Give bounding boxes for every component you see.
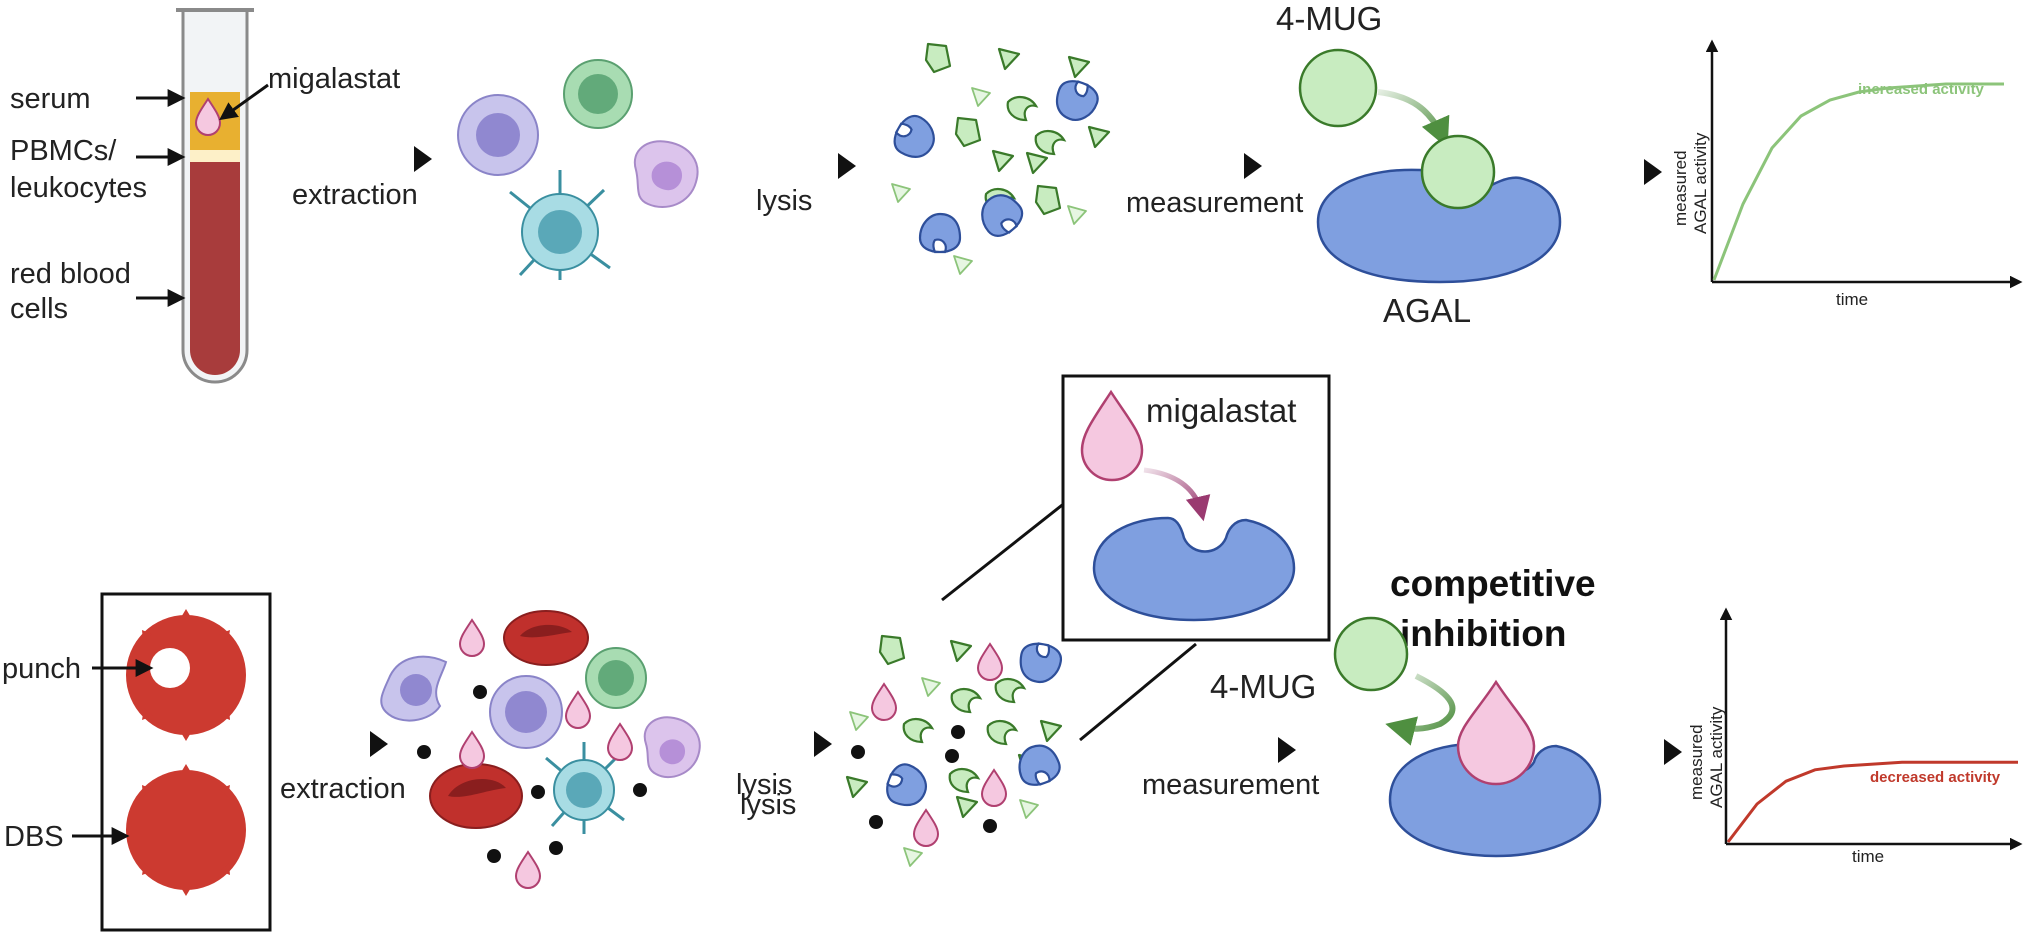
agal-label: AGAL <box>1383 292 1471 329</box>
extraction-arrowhead-bottom <box>370 731 388 757</box>
migalastat-pointer <box>219 83 269 121</box>
lysis-label-bottom-1: lysis <box>736 769 792 801</box>
blood-test-tube <box>176 8 254 384</box>
dendritic-cell <box>509 170 611 280</box>
migalastat-binding-arrow <box>1143 467 1211 522</box>
extracted-cells-bottom <box>380 610 701 889</box>
red-blood-cell-2 <box>429 763 523 829</box>
extraction-label-bottom: extraction <box>280 773 406 805</box>
mug-binding-arrow-top <box>1377 89 1450 149</box>
increased-activity-legend: increased activity <box>1858 81 1985 98</box>
mug-label-top: 4-MUG <box>1276 0 1382 37</box>
measurement-arrowhead-bottom <box>1278 737 1296 763</box>
result-arrowhead-top <box>1644 159 1662 185</box>
extraction-arrowhead-top <box>414 146 432 172</box>
inset-agal-enzyme <box>1092 516 1296 622</box>
pbmcs-label-line2: leukocytes <box>10 172 147 204</box>
inset-zoom-line-2 <box>1079 642 1197 742</box>
punch-label: punch <box>2 653 81 685</box>
chart-top-ylabel-line2: AGAL activity <box>1691 132 1710 234</box>
dbs-whole-spot <box>126 764 246 896</box>
activity-chart-decreased: decreased activity time measured AGAL ac… <box>1687 607 2023 866</box>
agal-enzyme-top <box>1316 168 1562 284</box>
bound-migalastat-drop-icon <box>1456 679 1536 786</box>
chart-bottom-ylabel-line1: measured <box>1687 724 1706 800</box>
chart-top-xlabel: time <box>1836 290 1868 309</box>
competitive-label-line2: inhibition <box>1400 613 1566 654</box>
mug-label-bottom: 4-MUG <box>1210 668 1316 705</box>
lysate-fragments-top <box>887 42 1111 275</box>
inset-zoom-line-1 <box>941 500 1067 602</box>
isolated-cells-top <box>457 59 699 280</box>
result-arrowhead-bottom <box>1664 739 1682 765</box>
pbmcs-label-line1: PBMCs/ <box>10 135 117 167</box>
lysis-label-top: lysis <box>756 185 812 217</box>
chart-bottom-ylabel-line2: AGAL activity <box>1707 706 1726 808</box>
lysis-arrowhead-top <box>838 153 856 179</box>
migalastat-tube-label: migalastat <box>268 63 400 95</box>
activity-chart-increased: increased activity time measured AGAL ac… <box>1671 39 2023 309</box>
mug-bound-substrate-top <box>1420 134 1496 210</box>
serum-label: serum <box>10 83 91 115</box>
lysis-label-bottom-2: lysis <box>740 789 796 821</box>
red-blood-cell <box>503 610 589 666</box>
migalastat-inset-label: migalastat <box>1146 392 1296 429</box>
dbs-label: DBS <box>4 821 64 853</box>
mug-substrate-bottom <box>1333 616 1409 692</box>
competitive-label-line1: competitive <box>1390 563 1596 604</box>
chart-bottom-xlabel: time <box>1852 847 1884 866</box>
lysis-arrowhead-bottom <box>814 731 832 757</box>
measurement-label-top: measurement <box>1126 187 1303 219</box>
red-blood-cell-layer <box>190 162 240 375</box>
dendritic-cell-bottom <box>545 742 625 834</box>
increased-activity-series-line <box>1712 82 2004 281</box>
decreased-activity-series-line <box>1726 760 2018 843</box>
buffy-coat-layer <box>190 150 240 162</box>
dbs-punched-spot <box>126 609 246 741</box>
measurement-label-bottom: measurement <box>1142 769 1319 801</box>
rbc-label-line1: red blood <box>10 258 131 290</box>
lysate-fragments-bottom <box>845 634 1065 867</box>
measurement-arrowhead-top <box>1244 153 1262 179</box>
mug-substrate-top <box>1298 48 1378 128</box>
extraction-label-top: extraction <box>292 179 418 211</box>
decreased-activity-legend: decreased activity <box>1870 769 2001 786</box>
inset-migalastat-drop-icon <box>1080 389 1144 482</box>
mug-blocked-arrow <box>1385 673 1456 746</box>
rbc-label-line2: cells <box>10 293 68 325</box>
chart-top-ylabel-line1: measured <box>1671 150 1690 226</box>
